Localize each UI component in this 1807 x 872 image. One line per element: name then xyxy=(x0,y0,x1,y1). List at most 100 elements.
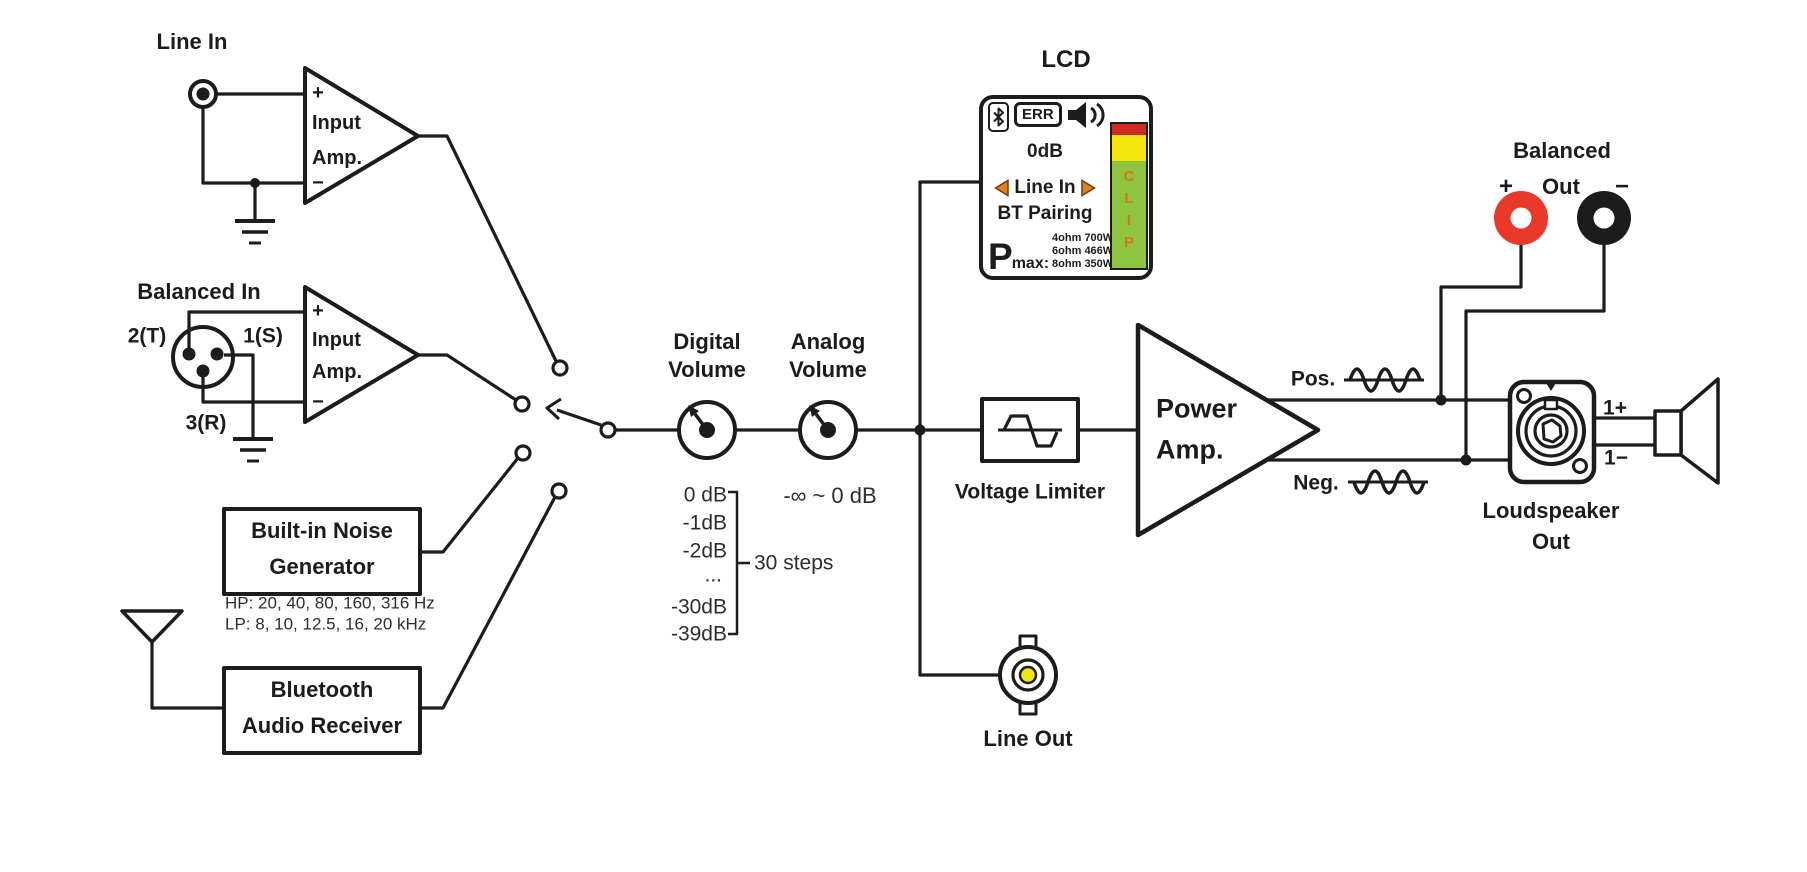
speakon-pin-pos-label: 1+ xyxy=(1603,396,1627,420)
lp-frequencies-label: LP: 8, 10, 12.5, 16, 20 kHz xyxy=(225,614,427,634)
voltage-limiter-label: Voltage Limiter xyxy=(954,480,1106,504)
digital-volume-label: Volume xyxy=(668,357,746,382)
digital-volume-label: Digital xyxy=(673,329,741,354)
lcd-title: LCD xyxy=(1041,46,1091,73)
balanced-out-minus: − xyxy=(1614,173,1630,200)
db-step: ... xyxy=(704,563,722,587)
analog-volume-label: Volume xyxy=(789,357,867,382)
bluetooth-receiver-label: Audio Receiver xyxy=(241,713,403,738)
pmax-value: 6ohm 466W xyxy=(1052,245,1114,258)
db-step: -30dB xyxy=(670,595,727,619)
analog-volume-knob xyxy=(798,400,858,460)
switch-pole xyxy=(599,421,617,439)
clip-meter-red-zone xyxy=(1112,124,1146,135)
steps-bracket xyxy=(728,490,750,636)
pmax-label: P xyxy=(988,236,1013,278)
power-amp-label: Power xyxy=(1156,393,1238,424)
alignment-marker-icon xyxy=(1546,383,1556,391)
balanced-out-label: Out xyxy=(1542,174,1580,199)
speakon-pin-neg-label: 1− xyxy=(1604,446,1628,470)
switch-contact-balanced xyxy=(513,395,531,413)
err-badge: ERR xyxy=(1014,102,1062,127)
switch-contact-line-in xyxy=(551,359,569,377)
hp-frequencies-label: HP: 20, 40, 80, 160, 316 Hz xyxy=(225,593,435,613)
screw-icon xyxy=(1572,458,1588,474)
neg-output-label: Neg. xyxy=(1293,471,1339,495)
balanced-out-plus: + xyxy=(1498,173,1514,200)
rca-connector-icon xyxy=(188,79,218,109)
arrow-right-icon xyxy=(1080,179,1096,197)
bnc-connector-icon xyxy=(998,634,1058,716)
loudspeaker-out-label: Out xyxy=(1532,529,1570,554)
loudspeaker-icon xyxy=(1653,377,1720,485)
xlr-pin-3 xyxy=(196,364,210,378)
xlr-pin-2 xyxy=(182,347,196,361)
amp2-minus: − xyxy=(312,391,324,413)
steps-note-label: 30 steps xyxy=(754,551,834,575)
balanced-out-positive-terminal xyxy=(1494,191,1548,245)
switch-contact-noise xyxy=(514,444,532,462)
db-step: 0 dB xyxy=(683,483,727,507)
input-amp-triangle xyxy=(303,66,420,205)
lcd-source-row: Line In xyxy=(983,177,1107,199)
xlr-pin2-label: 2(T) xyxy=(127,324,167,348)
xlr-pin1-label: 1(S) xyxy=(243,324,283,348)
amp1-minus: − xyxy=(312,172,324,194)
noise-generator-box xyxy=(222,507,422,596)
balanced-out-title: Balanced xyxy=(1513,138,1611,163)
clip-meter-green-zone xyxy=(1112,161,1146,268)
input-selector-switch xyxy=(513,359,617,500)
line-in-label: Line In xyxy=(156,29,228,54)
noise-generator-circuit xyxy=(222,457,520,596)
bluetooth-icon xyxy=(988,102,1009,132)
antenna-icon xyxy=(120,609,224,710)
loudspeaker-out-label: Loudspeaker xyxy=(1482,498,1620,523)
noise-generator-label: Built-in Noise xyxy=(251,518,393,543)
pmax-value: 4ohm 700W xyxy=(1052,232,1114,245)
balanced-in-label: Balanced In xyxy=(137,279,261,304)
power-amp-label: Amp. xyxy=(1156,434,1224,465)
switch-arrow-icon xyxy=(545,397,562,421)
bluetooth-receiver-box xyxy=(222,666,422,755)
amp1-label: Amp. xyxy=(312,147,362,169)
db-step: -2dB xyxy=(682,539,727,563)
pmax-value: 8ohm 350W xyxy=(1052,258,1114,271)
power-amp-triangle xyxy=(1135,322,1321,538)
voltage-limiter-box xyxy=(980,397,1080,463)
neg-waveform-icon xyxy=(1348,469,1428,495)
bluetooth-receiver-label: Bluetooth xyxy=(270,677,374,702)
clipped-sine-icon xyxy=(1002,414,1059,448)
lcd-pairing-text: BT Pairing xyxy=(997,203,1093,224)
pmax-sub-label: max: xyxy=(1011,255,1050,272)
bluetooth-receiver-circuit xyxy=(120,496,557,755)
xlr-pin3-label: 3(R) xyxy=(185,411,227,435)
clip-meter: C L I P xyxy=(1110,122,1148,270)
balanced-out-negative-terminal xyxy=(1577,191,1631,245)
xlr-pin-1 xyxy=(210,347,224,361)
line-out-label: Line Out xyxy=(983,726,1073,751)
analog-volume-label: Analog xyxy=(790,329,866,354)
amp2-label: Input xyxy=(312,329,361,351)
db-step: -1dB xyxy=(682,511,727,535)
arrow-left-icon xyxy=(994,179,1010,197)
noise-generator-label: Generator xyxy=(269,554,375,579)
lcd-level-text: 0dB xyxy=(1027,141,1063,162)
clip-meter-text: C L I P xyxy=(1123,168,1135,251)
amp2-label: Amp. xyxy=(312,361,362,383)
analog-range-label: -∞ ~ 0 dB xyxy=(783,483,877,508)
input-amp-triangle xyxy=(303,285,420,424)
line-in-circuit xyxy=(188,66,558,362)
amp1-label: Input xyxy=(312,112,361,134)
power-amp-circuit xyxy=(1078,245,1606,538)
db-step: -39dB xyxy=(670,622,727,646)
speakon-connector-icon xyxy=(1507,379,1655,485)
pos-waveform-icon xyxy=(1344,367,1424,393)
knob-pointer-icon xyxy=(688,405,699,417)
digital-volume-knob xyxy=(677,400,737,460)
amp1-plus: + xyxy=(312,82,324,104)
screw-icon xyxy=(1516,388,1532,404)
ground-icon xyxy=(233,437,273,463)
